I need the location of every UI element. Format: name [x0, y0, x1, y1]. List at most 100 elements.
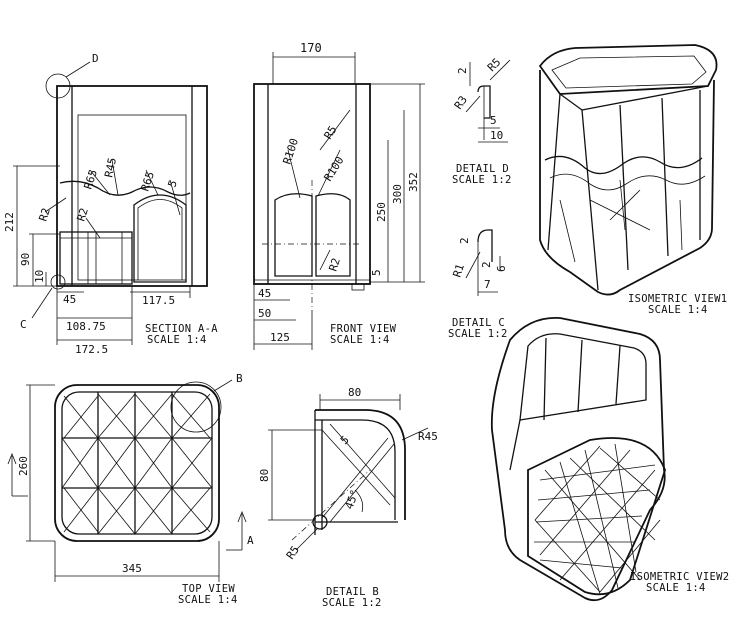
top-caption: TOP VIEW: [182, 583, 235, 595]
iso-view-1: ISOMETRIC VIEW1 SCALE 1:4: [538, 44, 727, 316]
detail-b-dim-45deg: 45°: [343, 488, 362, 511]
iso1-mid-post-2: [661, 97, 669, 257]
dim-r100a: R100: [280, 137, 301, 166]
dim-r65a: R65: [81, 168, 100, 191]
detail-c-profile: [477, 229, 493, 262]
section-arrow-right: [237, 510, 247, 550]
detail-b-marker: [170, 381, 222, 433]
leader-r45: [111, 159, 119, 196]
iso2-post-3: [615, 345, 621, 405]
detail-d-caption: DETAIL D: [456, 163, 509, 175]
detail-b-r45-leader: [401, 427, 429, 441]
iso1-top-inner: [551, 55, 707, 89]
section-wave: [59, 180, 191, 196]
detail-c-dim-7: 7: [484, 278, 491, 291]
iso1-lower-rib-1: [559, 199, 576, 263]
dim-h352: 352: [407, 172, 420, 192]
iso1-floor-cross: [589, 179, 651, 231]
dim-v5: 5: [165, 179, 179, 189]
tag-c: C: [20, 318, 27, 331]
iso2-side-edge: [509, 419, 521, 471]
iso2-base-grid: [534, 443, 661, 595]
detail-d-marker: [45, 73, 71, 99]
dim-w50: 50: [258, 307, 271, 320]
detail-b-dim-r45: R45: [418, 430, 438, 443]
detail-c-dim-6: 6: [495, 265, 508, 272]
top-scale: SCALE 1:4: [178, 594, 238, 606]
top-diagonals: [61, 393, 213, 535]
detail-c-leader: [31, 287, 53, 319]
iso2-outline: [490, 317, 666, 602]
iso1-wave-back: [549, 173, 706, 191]
detail-b: 80 80 R45 5 45° R5 DETAIL B SCALE 1:2: [258, 386, 438, 609]
detail-c-caption: DETAIL C: [452, 317, 505, 329]
iso1-top-rim: [538, 44, 718, 95]
top-grid: [62, 392, 212, 534]
detail-d-leader: [65, 61, 91, 78]
detail-d-dim-10: 10: [490, 129, 503, 142]
detail-d-dim-r5: R5: [485, 56, 504, 75]
detail-b-node: [312, 514, 328, 530]
dim-w172: 172.5: [75, 343, 108, 356]
detail-b-angle-arc: [354, 489, 364, 513]
leader-r2b: [85, 217, 101, 239]
detail-d-dim-r3: R3: [452, 93, 470, 111]
tag-a-right: A: [247, 534, 254, 547]
detail-d-dim-2: 2: [456, 67, 469, 74]
detail-b-inner-arc: [315, 419, 396, 520]
iso1-wave-front: [544, 155, 703, 175]
detail-c: 2 R1 2 6 7 DETAIL C SCALE 1:2: [448, 229, 508, 340]
detail-d-r3-leader: [465, 95, 481, 113]
detail-b-diagonal-4: [329, 443, 395, 523]
dim-h250: 250: [375, 202, 388, 222]
leader-r5: [319, 109, 351, 151]
front-door-right: [315, 193, 351, 277]
dim-r65b: R65: [138, 170, 157, 193]
detail-b-dim-80w: 80: [348, 386, 361, 399]
section-scale: SCALE 1:4: [147, 334, 207, 346]
top-inner-outline: [61, 391, 213, 535]
iso-view-2: ISOMETRIC VIEW2 SCALE 1:4: [490, 317, 729, 602]
detail-d-profile: [477, 85, 491, 119]
detail-d-scale: SCALE 1:2: [452, 174, 512, 186]
front-caption: FRONT VIEW: [330, 323, 397, 335]
detail-b-r5-leader: [295, 527, 319, 551]
iso1-scale: SCALE 1:4: [648, 304, 708, 316]
section-arrow-left: [7, 452, 17, 496]
top-outline: [54, 384, 220, 542]
iso2-base: [527, 437, 666, 596]
dim-r2a: R2: [36, 206, 52, 223]
iso2-post-2: [577, 339, 583, 413]
iso1-top-front-right: [581, 85, 709, 111]
section-window-inner: [137, 199, 183, 280]
section-caption: SECTION A-A: [145, 323, 218, 335]
dim-w45f: 45: [258, 287, 271, 300]
detail-c-dim-r1: R1: [450, 262, 466, 279]
detail-b-leader: [213, 379, 233, 392]
dim-r2b: R2: [74, 206, 90, 223]
iso1-left-post: [547, 93, 561, 251]
detail-c-dim-2b: 2: [480, 261, 493, 268]
dim-h90: 90: [19, 253, 32, 266]
detail-b-dim-r5: R5: [284, 543, 302, 561]
leader-r100b: [317, 149, 341, 197]
dim-r2f: R2: [326, 256, 342, 273]
front-scale: SCALE 1:4: [330, 334, 390, 346]
dim-w45: 45: [63, 293, 76, 306]
iso1-lower-rib-2: [679, 199, 683, 251]
detail-c-marker: [50, 274, 66, 290]
tag-b: B: [236, 372, 243, 385]
iso1-mid-post-1: [619, 104, 629, 271]
detail-c-r1-leader: [465, 251, 481, 279]
dim-w117: 117.5: [142, 294, 175, 307]
dim-w345: 345: [122, 562, 142, 575]
detail-b-dim-5: 5: [338, 433, 352, 447]
iso2-top-opening: [519, 333, 647, 421]
iso2-caption: ISOMETRIC VIEW2: [630, 571, 729, 583]
iso1-body-outline: [539, 70, 715, 296]
detail-b-caption: DETAIL B: [326, 586, 379, 598]
detail-b-diagonal-3: [321, 437, 389, 519]
iso1-caption: ISOMETRIC VIEW1: [628, 293, 727, 305]
detail-d-r5-leader: [489, 59, 511, 81]
